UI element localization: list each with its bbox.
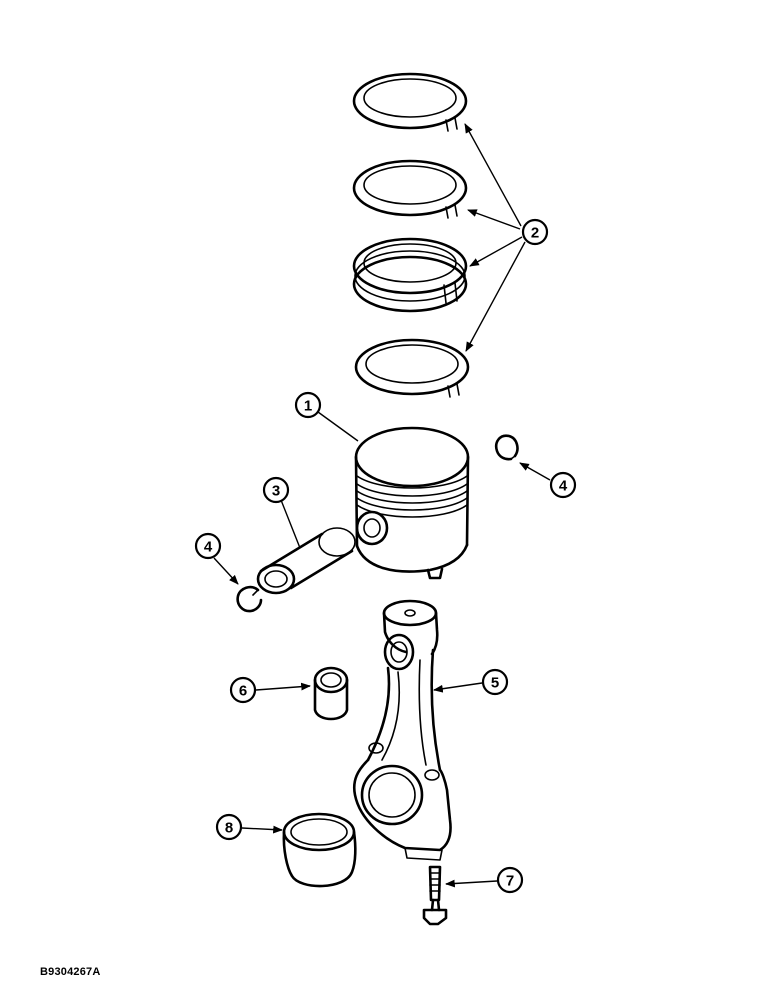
snap-ring-left: [236, 585, 263, 613]
callout-5-label: 5: [491, 675, 499, 692]
piston-ring-4: [354, 338, 470, 398]
callout-7-label: 7: [506, 873, 514, 890]
callout-7: 7: [496, 866, 524, 894]
callout-5: 5: [481, 668, 509, 696]
callout-4-right-label: 4: [559, 478, 568, 495]
callout-3-label: 3: [272, 483, 280, 500]
callout-2: 2: [521, 218, 549, 246]
snap-ring-right: [494, 434, 519, 461]
piston-ring-1: [352, 72, 468, 132]
piston-pin: [256, 527, 356, 595]
callout-8: 8: [215, 813, 243, 841]
callout-1: 1: [294, 391, 322, 419]
connecting-rod: [352, 599, 452, 861]
callout-6-label: 6: [239, 683, 247, 700]
small-end-bushing: [313, 666, 349, 721]
big-end-bearing: [282, 812, 357, 888]
piston-ring-3: [352, 237, 468, 313]
callout-4-right: 4: [549, 471, 577, 499]
callout-4-left-label: 4: [204, 539, 213, 556]
callout-2-label: 2: [531, 225, 539, 242]
piston-ring-2: [352, 159, 468, 219]
callout-3: 3: [262, 476, 290, 504]
callout-1-label: 1: [304, 398, 312, 415]
piston: [354, 426, 470, 580]
figure-id: B9304267A: [40, 966, 101, 978]
callout-8-label: 8: [225, 820, 233, 837]
callout-4-left: 4: [194, 532, 222, 560]
callout-6: 6: [229, 676, 257, 704]
connecting-rod-bolt: [422, 865, 448, 926]
